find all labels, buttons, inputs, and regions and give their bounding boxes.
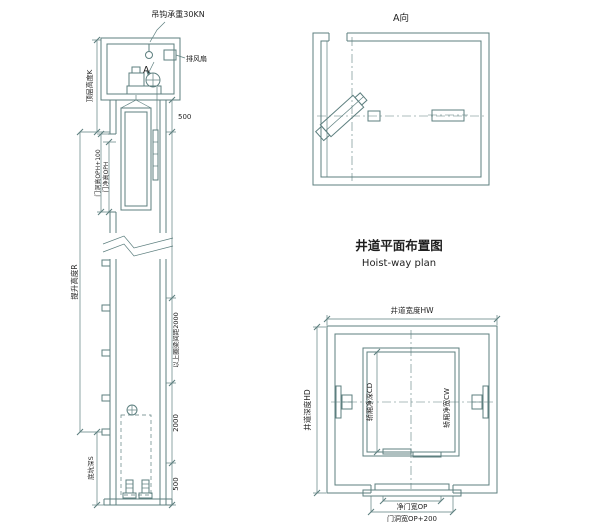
dim-2000: 2000: [172, 414, 180, 432]
dim-ring-beam-spacing: 以上圈梁间距2000: [171, 312, 180, 368]
dim-travel-height: 提升高度R: [69, 264, 79, 299]
hook-load-label: 吊钩承重30KN: [151, 9, 204, 19]
ring-beam: [101, 304, 111, 312]
door-width-dims: [367, 496, 457, 516]
car-depth-dim: [373, 348, 381, 456]
hoistway-plan: 井道宽度HW 井道深度HD: [302, 305, 501, 523]
dim-door-clear-width: 净门宽OP: [397, 502, 428, 511]
dim-door-opening-height: 门洞高OPH+100: [94, 149, 102, 197]
section-arrow: [146, 61, 155, 76]
dim-door-opening-width: 门洞宽OP+200: [387, 514, 437, 523]
machine-room-plan-title: A向: [393, 12, 409, 24]
break-symbol: [102, 233, 174, 259]
counterweight: [152, 129, 159, 181]
right-dimensions: [166, 96, 176, 509]
section-marker-a: A: [143, 65, 150, 76]
machine-beam-small: [367, 110, 381, 122]
dim-pit-depth: 底坑深S: [86, 456, 95, 480]
guide-rail-right: [471, 385, 489, 419]
machine-room-section: [100, 21, 186, 101]
exhaust-fan-label: 排风扇: [186, 54, 207, 63]
dim-car-depth: 轿厢净深CD: [365, 383, 374, 421]
dim-door-clear-height: 门净高OPH: [102, 162, 110, 193]
hoistway-width-dim: [323, 315, 501, 325]
dim-hoistway-width: 井道宽度HW: [390, 305, 434, 315]
traction-machine: [126, 66, 162, 95]
machine-room-plan: A向: [312, 12, 490, 186]
car-door-panel: [412, 451, 442, 458]
pit-equipment: [120, 404, 153, 499]
ring-beam: [101, 349, 111, 357]
dim-hoistway-depth: 井道深度HD: [302, 389, 312, 431]
ring-beam: [101, 428, 111, 436]
elevation-drawing: 吊钩承重30KN 排风扇 A 顶层高度K 门洞高OPH+100 门净高OPH 提…: [69, 9, 207, 509]
dim-top-floor-height: 顶层高度K: [85, 69, 94, 102]
dim-car-width: 轿厢净宽CW: [442, 388, 451, 428]
hoistway-plan-title-cn: 井道平面布置图: [355, 238, 443, 253]
traction-machine-plan: [314, 92, 368, 142]
landing-door-assembly: [362, 483, 462, 497]
hoistway-walls: [326, 325, 498, 495]
buffer: [122, 479, 137, 499]
hoistway-plan-title-en: Hoist-way plan: [362, 258, 436, 269]
left-dimensions: [76, 36, 116, 509]
machine-beam: [431, 109, 465, 122]
elevator-car-elevation: [120, 87, 158, 211]
buffer: [138, 479, 153, 499]
hoistway-depth-dim: [313, 323, 326, 497]
ring-beam: [101, 394, 111, 402]
hook-symbol: [145, 44, 153, 59]
shaft-walls: [101, 100, 173, 506]
guide-rail-left: [335, 385, 353, 419]
ring-beam: [101, 259, 111, 267]
dim-500-bottom: 500: [172, 477, 180, 490]
dim-500-top: 500: [178, 113, 191, 121]
